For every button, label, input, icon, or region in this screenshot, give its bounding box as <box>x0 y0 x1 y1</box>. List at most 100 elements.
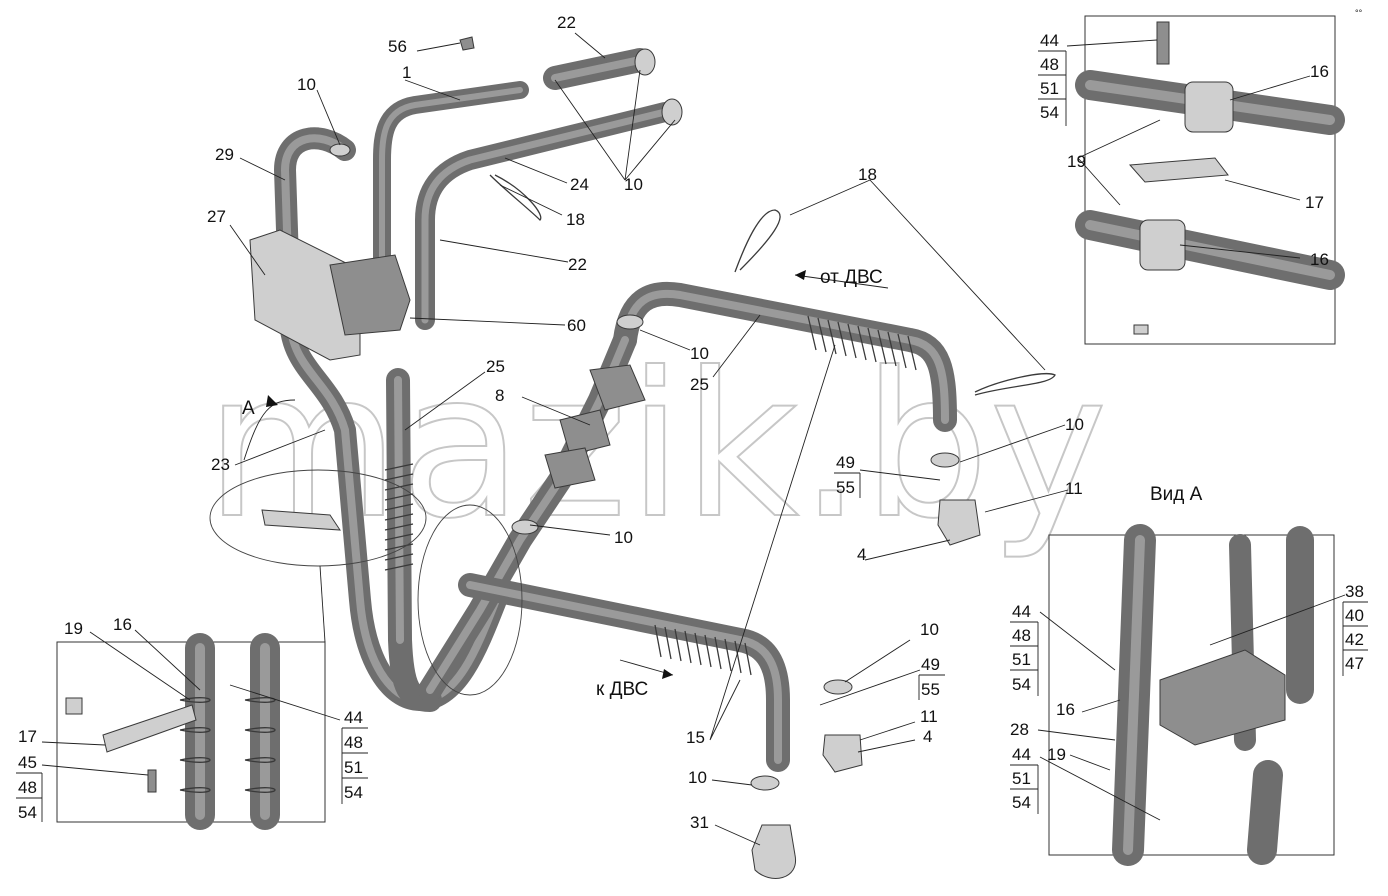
pipe-network <box>274 48 957 772</box>
label-22-top: 22 <box>557 13 576 32</box>
inset-bottom-left-art <box>65 633 280 830</box>
svg-text:48: 48 <box>1040 55 1059 74</box>
svg-text:47: 47 <box>1345 654 1364 673</box>
clamp-10-top <box>329 143 351 157</box>
label-28: 28 <box>1010 720 1029 739</box>
svg-text:38: 38 <box>1345 582 1364 601</box>
mounted-parts <box>249 36 1056 879</box>
label-18-main: 18 <box>858 165 877 184</box>
label-27: 27 <box>207 207 226 226</box>
stack-low-49-55: 49 55 <box>918 655 945 700</box>
inset-top-right-art <box>1075 21 1345 335</box>
label-25-left: 25 <box>486 357 505 376</box>
clamp-10-mid <box>511 519 539 535</box>
caption-view-a-letter: А <box>242 398 255 419</box>
arrow-from-engine-head <box>795 270 806 280</box>
fitting-11-upper <box>937 499 981 546</box>
plate-17 <box>1128 157 1229 183</box>
arrow-view-a <box>243 399 296 461</box>
callout-ellipse-mid <box>417 504 523 696</box>
stack-topright: 44 48 51 54 <box>1038 31 1067 126</box>
stack-view-a-top: 44 48 51 54 <box>1010 602 1039 696</box>
svg-text:54: 54 <box>1012 675 1031 694</box>
svg-text:54: 54 <box>1012 793 1031 812</box>
svg-text:54: 54 <box>18 803 37 822</box>
clamp-10-right <box>930 452 960 468</box>
bracket-view-a <box>261 509 341 531</box>
label-16-inset-top: 16 <box>1310 62 1329 81</box>
clamp-10-valve <box>616 314 644 330</box>
svg-text:42: 42 <box>1345 630 1364 649</box>
valve-block-60 <box>329 254 411 336</box>
label-10-valve: 10 <box>690 344 709 363</box>
label-23: 23 <box>211 455 230 474</box>
label-18-upper: 18 <box>566 210 585 229</box>
nut-inset <box>1133 324 1149 335</box>
heater-valve-view-a <box>1159 649 1286 746</box>
label-16-inset-top-lower: 16 <box>1310 250 1329 269</box>
label-19-inset-left: 19 <box>64 619 83 638</box>
clamp-16-lower <box>1139 219 1186 271</box>
svg-text:49: 49 <box>836 453 855 472</box>
label-10-right: 10 <box>1065 415 1084 434</box>
fitting-11-lower <box>822 734 863 773</box>
plate-17-inset <box>102 704 197 753</box>
svg-text:44: 44 <box>1012 745 1031 764</box>
svg-text:45: 45 <box>18 753 37 772</box>
svg-text:51: 51 <box>344 758 363 777</box>
arrow-view-a-head <box>266 395 278 407</box>
label-19-view-a: 19 <box>1047 745 1066 764</box>
label-10-low: 10 <box>920 620 939 639</box>
label-24: 24 <box>570 175 589 194</box>
label-17-inset-top: 17 <box>1305 193 1324 212</box>
label-15: 15 <box>686 728 705 747</box>
clamp-10-bottom <box>750 775 780 791</box>
stack-view-a-low: 44 51 54 <box>1010 745 1039 814</box>
callout-leader-left-inset <box>319 565 326 643</box>
strap-18-right <box>974 373 1056 396</box>
label-22-mid: 22 <box>568 255 587 274</box>
bolt-44 <box>1156 21 1170 65</box>
svg-text:55: 55 <box>921 680 940 699</box>
caption-from-engine: от ДВС <box>820 267 883 288</box>
fastener-label-stacks: 44 48 51 54 44 48 51 54 45 48 54 49 55 4… <box>16 31 1368 822</box>
svg-text:49: 49 <box>921 655 940 674</box>
clamp-16-upper <box>1184 81 1234 133</box>
stack-mid-49-55: 49 55 <box>834 453 861 498</box>
clamp-10-22 <box>634 48 656 76</box>
arrow-to-engine-head <box>662 669 673 679</box>
protective-spring-coils <box>384 315 917 676</box>
svg-text:51: 51 <box>1040 79 1059 98</box>
valve-8-upper <box>589 364 646 411</box>
label-10-mid: 10 <box>614 528 633 547</box>
label-11-upper: 11 <box>1065 479 1083 498</box>
svg-text:40: 40 <box>1345 606 1364 625</box>
arrow-from-engine <box>794 274 889 289</box>
label-25-right: 25 <box>690 375 709 394</box>
strap-18-main <box>734 209 781 273</box>
caption-view-a-title: Вид А <box>1150 484 1203 505</box>
svg-text:51: 51 <box>1012 769 1031 788</box>
bracket-27 <box>249 229 361 361</box>
plug-56 <box>459 36 475 51</box>
stack-left-bolt: 44 48 51 54 <box>341 708 368 804</box>
leader-lines <box>41 32 1346 846</box>
svg-text:48: 48 <box>1012 626 1031 645</box>
label-11-lower: 11 <box>920 707 938 726</box>
valve-8-middle <box>559 409 611 456</box>
valve-8-lower <box>544 447 596 489</box>
clamp-10-low <box>823 679 853 695</box>
svg-text:55: 55 <box>836 478 855 497</box>
svg-text:54: 54 <box>344 783 363 802</box>
detail-inset-top-right <box>1084 15 1336 345</box>
bolt-45 <box>147 769 157 793</box>
svg-text:48: 48 <box>344 733 363 752</box>
label-4-upper: 4 <box>857 545 866 564</box>
label-17-inset-left: 17 <box>18 727 37 746</box>
label-31: 31 <box>690 813 709 832</box>
label-19-inset-top: 19 <box>1067 152 1086 171</box>
svg-text:54: 54 <box>1040 103 1059 122</box>
label-60: 60 <box>567 316 586 335</box>
flow-arrows <box>243 270 889 679</box>
